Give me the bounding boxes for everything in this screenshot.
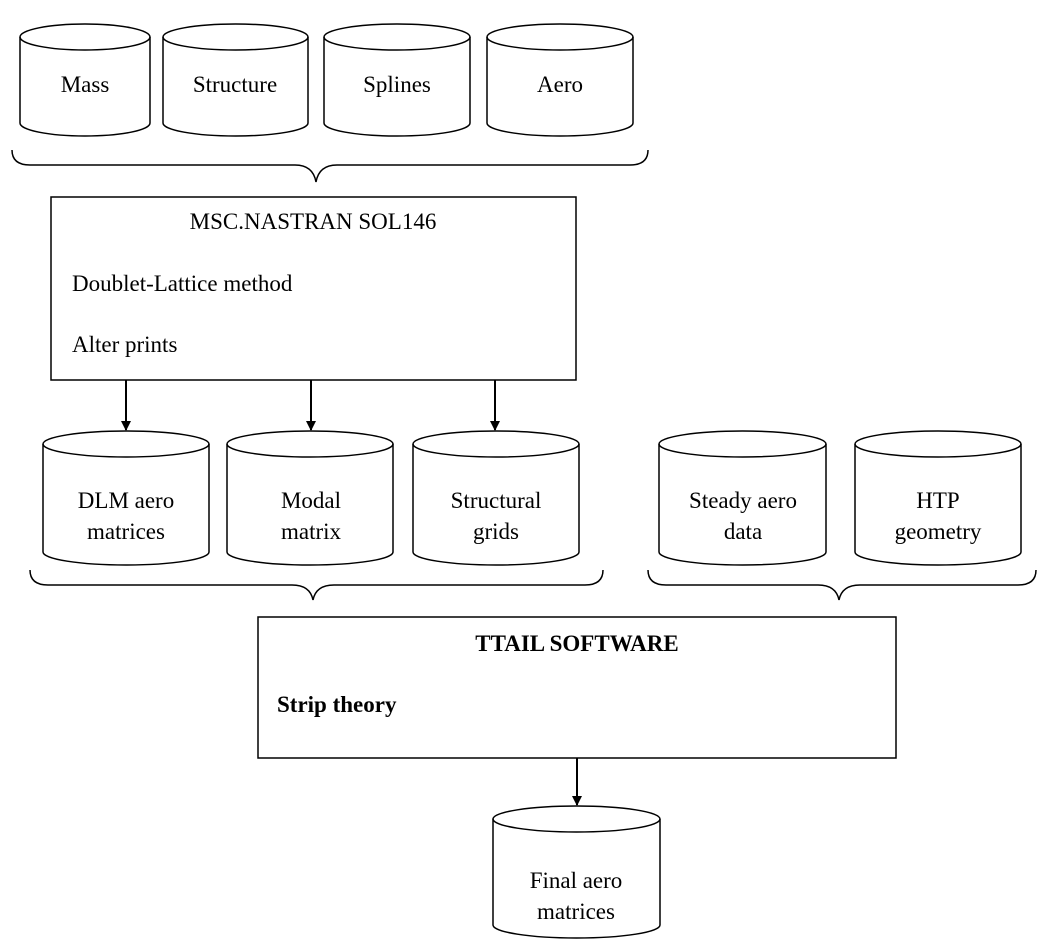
input-brace <box>11 149 649 183</box>
ttail-method: Strip theory <box>277 692 397 717</box>
htp-label-line1: HTP <box>916 488 959 513</box>
structure-cylinder-rim <box>162 36 309 51</box>
final-label-line2: matrices <box>537 899 615 924</box>
dlm-label-line1: DLM aero <box>78 488 174 513</box>
aero-cylinder <box>486 23 634 137</box>
modal-cylinder <box>226 430 394 566</box>
modal-cylinder-rim <box>226 443 394 458</box>
database-cylinders <box>19 23 1022 939</box>
htp-label-line2: geometry <box>895 519 982 544</box>
steady-cylinder <box>658 430 827 566</box>
nastran-title: MSC.NASTRAN SOL146 <box>190 209 437 234</box>
steady-label-line1: Steady aero <box>689 488 797 513</box>
outputs-brace <box>29 569 604 601</box>
mass-label: Mass <box>61 72 110 97</box>
steady-cylinder-rim <box>658 443 827 458</box>
final-cylinder <box>492 805 661 939</box>
nastran-method: Doublet-Lattice method <box>72 271 293 296</box>
modal-label-line1: Modal <box>281 488 341 513</box>
structure-cylinder <box>162 23 309 137</box>
splines-cylinder-rim <box>323 36 471 51</box>
splines-label: Splines <box>363 72 431 97</box>
ttail-title: TTAIL SOFTWARE <box>475 631 678 656</box>
structural-cylinder <box>412 430 580 566</box>
mass-cylinder <box>19 23 151 137</box>
aero-label: Aero <box>537 72 583 97</box>
ttail-box <box>257 616 897 759</box>
dlm-cylinder <box>42 430 210 566</box>
dlm-label-line2: matrices <box>87 519 165 544</box>
aero-cylinder-rim <box>486 36 634 51</box>
steady-label-line2: data <box>724 519 762 544</box>
htp-cylinder-rim <box>854 443 1022 458</box>
splines-cylinder <box>323 23 471 137</box>
final-label-line1: Final aero <box>530 868 623 893</box>
nastran-box <box>50 196 577 381</box>
nastran-alter: Alter prints <box>72 332 177 357</box>
structural-label-line2: grids <box>473 519 519 544</box>
dlm-cylinder-rim <box>42 443 210 458</box>
htp-cylinder <box>854 430 1022 566</box>
structure-label: Structure <box>193 72 277 97</box>
modal-label-line2: matrix <box>281 519 342 544</box>
structural-cylinder-rim <box>412 443 580 458</box>
final-cylinder-rim <box>492 818 661 833</box>
external-brace <box>647 569 1037 601</box>
mass-cylinder-rim <box>19 36 151 51</box>
structural-label-line1: Structural <box>451 488 542 513</box>
